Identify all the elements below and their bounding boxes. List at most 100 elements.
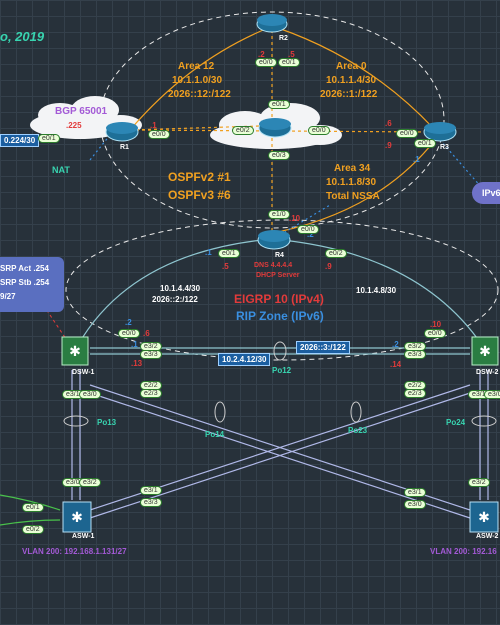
area34-title: Area 34 xyxy=(334,163,371,174)
area34-ipv4: 10.1.1.8/30 xyxy=(326,177,377,188)
intf-asw2-e30[interactable]: e3/0 xyxy=(404,500,426,509)
intf-mid-e00[interactable]: e0/0 xyxy=(308,126,330,135)
intf-asw2-e31[interactable]: e3/1 xyxy=(404,488,426,497)
area34-nssa: Total NSSA xyxy=(326,191,380,202)
intf-dsw1-e23[interactable]: e2/3 xyxy=(140,389,162,398)
switch-asw1-icon[interactable]: ✱ xyxy=(62,501,92,533)
hsrp-active: SRP Act .254 xyxy=(0,264,49,273)
cloud-left xyxy=(30,96,142,139)
subnet-right-ipv4: 10.1.4.8/30 xyxy=(356,286,397,295)
intf-mid-e01[interactable]: e0/1 xyxy=(268,100,290,109)
intf-r1-e00[interactable]: e0/0 xyxy=(148,130,170,139)
intf-r4-e01[interactable]: e0/1 xyxy=(218,249,240,258)
octet-r4-topr: .2 xyxy=(307,230,314,239)
octet-r2-left: .2 xyxy=(258,50,265,59)
intf-r2-e00[interactable]: e0/0 xyxy=(255,58,277,67)
intf-dsw2-e23[interactable]: e2/3 xyxy=(404,389,426,398)
po14-label: Po14 xyxy=(205,430,225,439)
octet-dsw2-b: .2 xyxy=(392,340,399,349)
intf-mid-e02[interactable]: e0/2 xyxy=(232,126,254,135)
intf-dsw1-e33[interactable]: e3/3 xyxy=(140,350,162,359)
intf-dsw1-e00[interactable]: e0/0 xyxy=(118,329,140,338)
intf-asw1-e02[interactable]: e0/2 xyxy=(22,525,44,534)
intf-dsw2-e33[interactable]: e3/3 xyxy=(404,350,426,359)
intf-asw2-e32[interactable]: e3/2 xyxy=(468,478,490,487)
svg-text:✱: ✱ xyxy=(71,509,83,525)
r1-label: R1 xyxy=(120,144,129,151)
subnet-mid-ipv6: 2026::3:/122 xyxy=(296,341,350,354)
intf-dsw1-e30[interactable]: e3/0 xyxy=(79,390,101,399)
r4-dns: DNS 4.4.4.4 xyxy=(254,262,293,269)
area0-ipv6: 2026::1:/122 xyxy=(320,89,378,100)
intf-r4-e00[interactable]: e0/0 xyxy=(297,225,319,234)
link-r2-r3 xyxy=(277,27,436,131)
asw1-label: ASW-1 xyxy=(72,533,95,540)
hsrp-box xyxy=(0,257,64,312)
intf-asw1-e31[interactable]: e3/1 xyxy=(140,486,162,495)
link-r1-r2 xyxy=(129,27,269,131)
dsw1-label: DSW-1 xyxy=(72,369,95,376)
r4-label: R4 xyxy=(275,252,284,259)
po24-marker xyxy=(471,415,497,427)
octet-r2-right: .5 xyxy=(288,50,295,59)
svg-text:✱: ✱ xyxy=(69,343,81,359)
ospfv3-label: OSPFv3 #6 xyxy=(168,188,231,202)
bgp-octet: .225 xyxy=(66,121,82,130)
asw2-label: ASW-2 xyxy=(476,533,499,540)
dsw2-label: DSW-2 xyxy=(476,369,499,376)
intf-dsw2-e30[interactable]: e3/0 xyxy=(484,390,500,399)
po12-marker xyxy=(273,341,287,361)
intf-r4-e02[interactable]: e0/2 xyxy=(325,249,347,258)
date-fragment: o, 2019 xyxy=(0,29,45,44)
intf-asw1-e33[interactable]: e3/3 xyxy=(140,498,162,507)
intf-asw1-e32[interactable]: e3/2 xyxy=(79,478,101,487)
link-r1-nat xyxy=(89,134,111,161)
link-asw1-left-a xyxy=(0,494,61,511)
router-r3-icon[interactable] xyxy=(423,122,457,142)
bgp-label: BGP 65001 xyxy=(55,106,108,117)
link-asw1-left-b xyxy=(0,519,61,526)
intf-r2-e01[interactable]: e0/1 xyxy=(278,58,300,67)
octet-r3-left: .6 xyxy=(385,119,392,128)
intf-mid-e03[interactable]: e0/3 xyxy=(268,151,290,160)
octet-dsw1-d: .13 xyxy=(131,359,143,368)
switch-dsw1-icon[interactable]: ✱ xyxy=(61,336,89,366)
intf-dsw2-e00[interactable]: e0/0 xyxy=(424,329,446,338)
switch-asw2-icon[interactable]: ✱ xyxy=(469,501,499,533)
intf-r1-e01[interactable]: e0/1 xyxy=(38,134,60,143)
area12-title: Area 12 xyxy=(178,61,215,72)
vlan-left: VLAN 200: 192.168.1.131/27 xyxy=(22,547,127,556)
router-r1-icon[interactable] xyxy=(105,122,139,142)
router-r2-icon[interactable] xyxy=(256,14,288,33)
po12-label: Po12 xyxy=(272,366,292,375)
rip-label: RIP Zone (IPv6) xyxy=(236,309,324,323)
intf-r3-e00[interactable]: e0/0 xyxy=(396,129,418,138)
subnet-left-ipv6: 2026::2:/122 xyxy=(152,295,198,304)
nat-label: NAT xyxy=(52,165,70,175)
eigrp-domain-ellipse xyxy=(65,219,499,361)
intf-asw1-e01[interactable]: e0/1 xyxy=(22,503,44,512)
po13-marker xyxy=(63,415,89,427)
vlan-right: VLAN 200: 192.16 xyxy=(430,547,497,556)
router-mid-icon[interactable] xyxy=(258,118,292,138)
link-r3-ipv6 xyxy=(439,139,483,189)
octet-dsw1-b: .6 xyxy=(143,329,150,338)
link-r4-dsw2 xyxy=(281,239,483,346)
ospfv2-label: OSPFv2 #1 xyxy=(168,170,231,184)
r4-dhcp: DHCP Server xyxy=(256,272,300,279)
hsrp-subnet: 9/27 xyxy=(0,292,16,301)
octet-dsw2-c: .14 xyxy=(390,360,402,369)
octet-dsw1-a: .2 xyxy=(125,318,132,327)
router-r4-icon[interactable] xyxy=(257,230,291,250)
area12-ipv6: 2026::12:/122 xyxy=(168,89,231,100)
link-dsw2-asw1-b xyxy=(89,392,471,519)
switch-dsw2-icon[interactable]: ✱ xyxy=(471,336,499,366)
octet-r3-low: .9 xyxy=(385,141,392,150)
intf-r4-e10[interactable]: e1/0 xyxy=(268,210,290,219)
octet-r4-top: .10 xyxy=(289,214,301,223)
po23-marker xyxy=(350,401,362,423)
intf-r3-e01[interactable]: e0/1 xyxy=(414,139,436,148)
ipv6-pill xyxy=(472,182,500,204)
octet-r3-under: .1 xyxy=(413,155,420,164)
r3-label: R3 xyxy=(440,144,449,151)
